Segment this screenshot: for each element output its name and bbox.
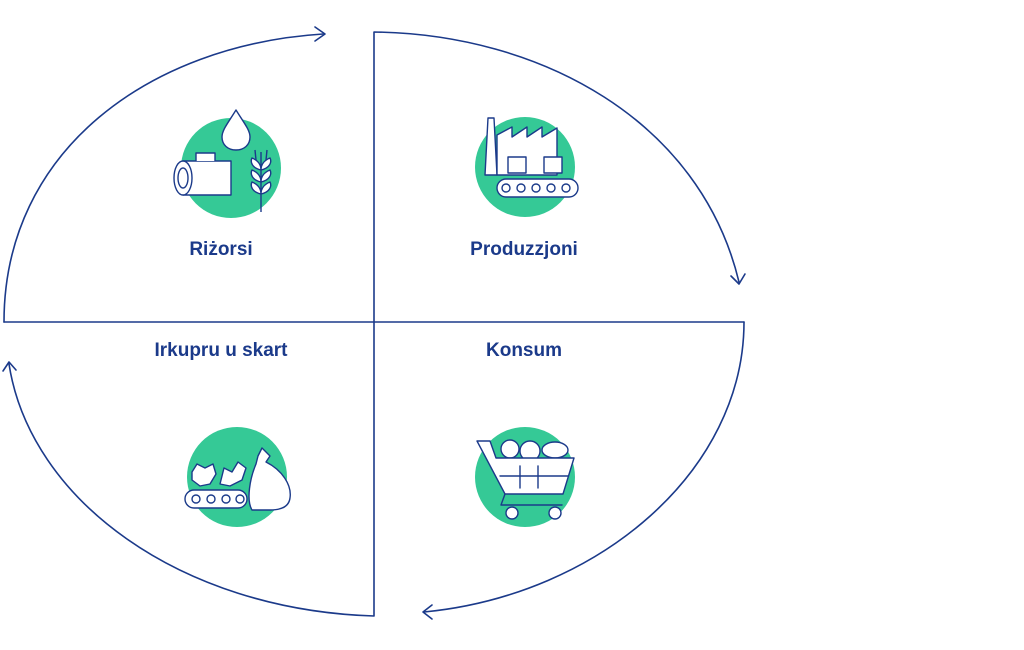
arc-top-right xyxy=(373,31,740,323)
stage-label-consumption: Konsum xyxy=(486,340,562,361)
resources-icon xyxy=(173,109,281,218)
arrow-head-top-right xyxy=(730,273,746,285)
arrow-head-bottom-left xyxy=(2,361,17,372)
factory-icon xyxy=(475,117,579,217)
recycling-conveyor-icon xyxy=(184,427,291,527)
arrow-head-bottom-right xyxy=(422,604,433,620)
shopping-cart-icon xyxy=(475,427,575,527)
arc-top-left xyxy=(3,33,324,323)
stage-label-recycling-waste: Irkupru u skart xyxy=(154,340,288,361)
stage-label-resources: Riżorsi xyxy=(189,239,253,260)
stage-label-production: Produzzjoni xyxy=(470,239,578,260)
arc-bottom-right xyxy=(423,321,745,613)
arrow-head-top-left xyxy=(314,26,326,42)
cycle-outline xyxy=(2,26,746,620)
arc-bottom-left xyxy=(8,321,375,617)
